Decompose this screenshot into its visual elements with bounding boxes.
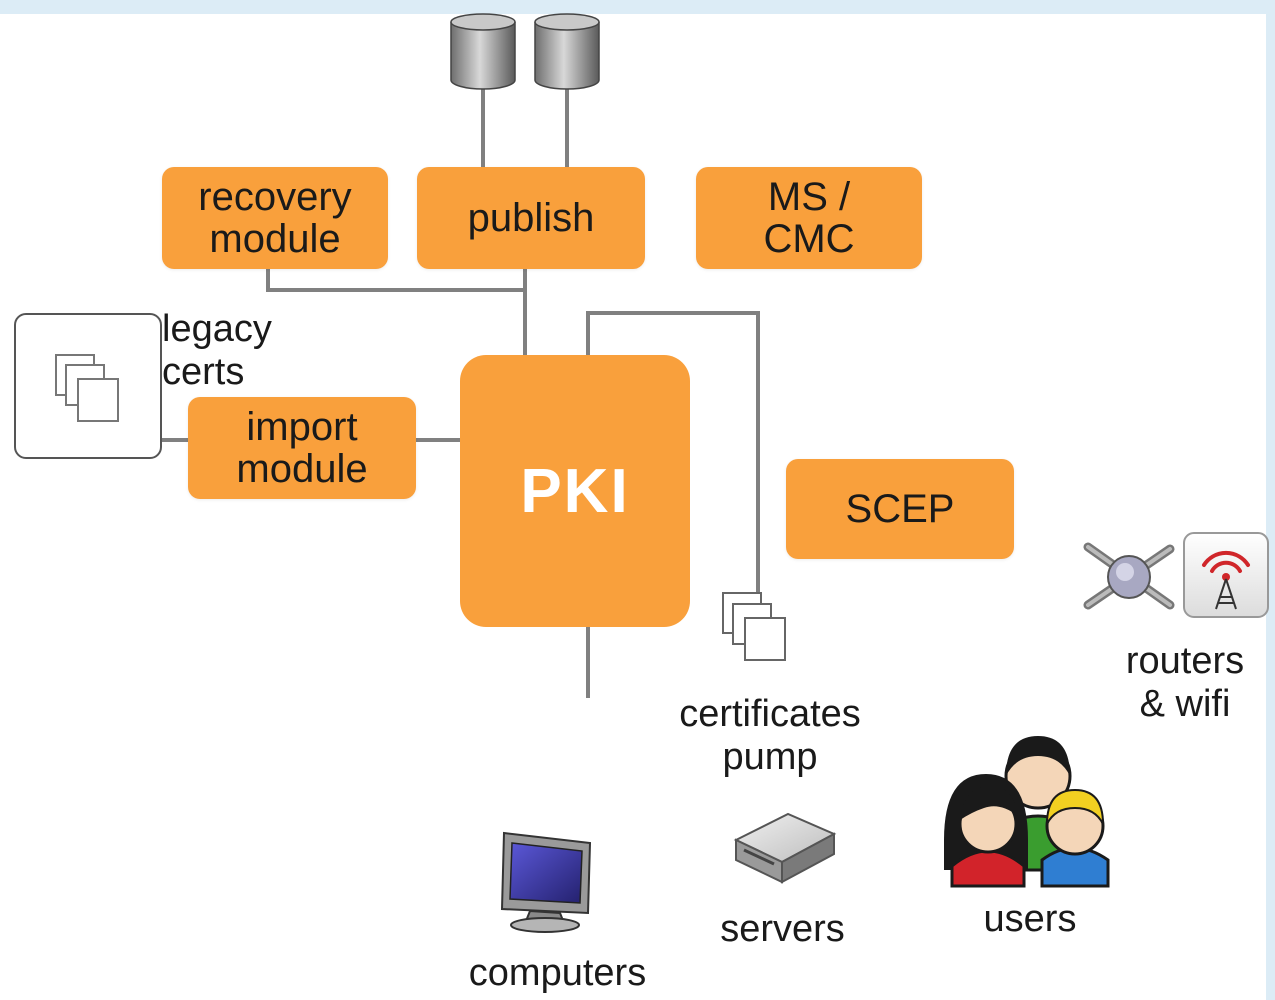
legacy-certs-label: legacy certs (162, 308, 272, 393)
users-group-icon (944, 736, 1110, 888)
certificate-stack-icon (55, 354, 119, 422)
database-icon (450, 13, 600, 90)
certificate-stack-icon (722, 592, 786, 661)
ms-cmc-box: MS / CMC (696, 167, 922, 269)
computer-monitor-icon (500, 831, 592, 933)
database-icon-1 (450, 13, 516, 90)
pki-box: PKI (460, 355, 690, 627)
recovery-to-bus-line (266, 268, 525, 292)
router-icon (1083, 542, 1175, 610)
computers-label: computers (468, 952, 647, 994)
frame-top (0, 0, 1275, 14)
scep-box: SCEP (786, 459, 1014, 559)
user-right (1040, 788, 1110, 888)
import-module-box: import module (188, 397, 416, 499)
servers-label: servers (720, 908, 845, 950)
users-label: users (983, 898, 1077, 940)
frame-right (1266, 0, 1275, 1000)
routers-wifi-label: routers & wifi (1125, 640, 1245, 725)
recovery-module-box: recovery module (162, 167, 388, 269)
publish-box: publish (417, 167, 645, 269)
certificates-pump-label: certificates pump (679, 693, 861, 778)
legacy-certs-container (14, 313, 162, 459)
pki-to-pump-line (586, 311, 760, 600)
user-left (944, 774, 1028, 888)
database-icon-2 (534, 13, 600, 90)
wifi-antenna-icon (1183, 532, 1269, 618)
server-icon (733, 812, 837, 884)
